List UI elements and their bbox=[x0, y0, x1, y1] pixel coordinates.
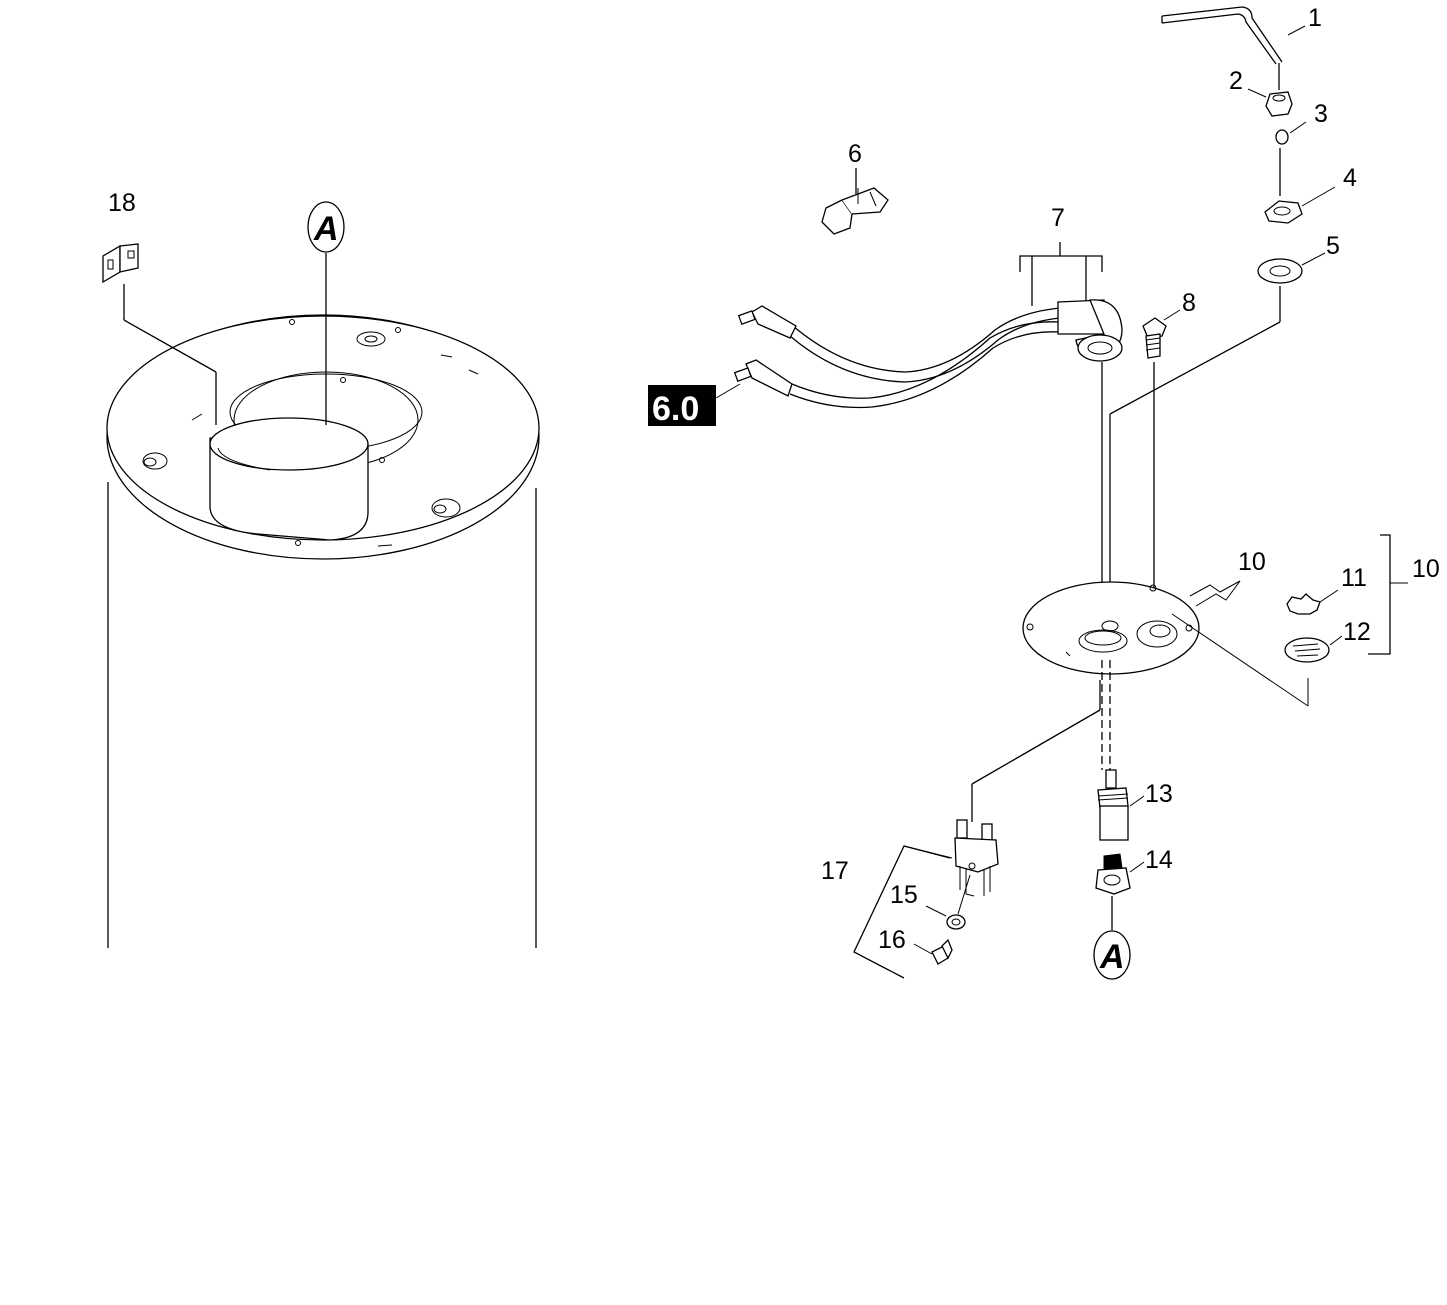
label-10-kit: 10 bbox=[1412, 555, 1440, 583]
screw-8 bbox=[1142, 309, 1181, 590]
label-16: 16 bbox=[878, 926, 906, 954]
tank-assembly bbox=[106, 314, 540, 948]
callout-a-top: A bbox=[307, 201, 345, 425]
electrode-13 bbox=[1097, 769, 1145, 841]
label-3: 3 bbox=[1314, 100, 1328, 128]
label-13: 13 bbox=[1145, 780, 1173, 808]
nut-2 bbox=[1247, 88, 1293, 117]
label-11: 11 bbox=[1341, 564, 1367, 592]
washer-5 bbox=[1109, 252, 1326, 640]
bracket-18 bbox=[102, 243, 217, 425]
callout-a-bottom-letter: A bbox=[1099, 938, 1125, 976]
part-labels: 1 2 3 4 5 6 7 8 10 10 11 12 13 14 15 16 … bbox=[108, 4, 1440, 954]
label-10-plate: 10 bbox=[1238, 548, 1266, 576]
label-8: 8 bbox=[1182, 289, 1196, 317]
hexnut-4 bbox=[1264, 186, 1336, 224]
label-5: 5 bbox=[1326, 232, 1340, 260]
nipple-14 bbox=[1095, 853, 1145, 895]
tube-1 bbox=[1161, 6, 1306, 90]
electrode-block-17 bbox=[853, 819, 999, 979]
reference-badge-text: 6.0 bbox=[652, 390, 699, 428]
label-1: 1 bbox=[1308, 4, 1322, 32]
ignition-cables-7 bbox=[733, 242, 1123, 640]
label-12: 12 bbox=[1343, 618, 1371, 646]
reference-badge-6-0: 6.0 bbox=[648, 383, 741, 428]
label-14: 14 bbox=[1145, 846, 1173, 874]
burner-plate-10 bbox=[1022, 580, 1309, 707]
callout-a-bottom: A bbox=[1093, 930, 1131, 980]
parts-11-12 bbox=[1284, 534, 1408, 663]
label-7: 7 bbox=[1051, 204, 1065, 232]
olive-3 bbox=[1275, 121, 1307, 196]
callout-a-top-letter: A bbox=[313, 210, 339, 248]
label-15: 15 bbox=[890, 881, 918, 909]
washer-15 bbox=[925, 874, 971, 930]
label-18: 18 bbox=[108, 189, 136, 217]
label-6: 6 bbox=[848, 140, 862, 168]
label-4: 4 bbox=[1343, 164, 1357, 192]
label-2: 2 bbox=[1229, 67, 1243, 95]
label-17: 17 bbox=[821, 857, 849, 885]
assembly-axis bbox=[971, 660, 1113, 930]
screw-16 bbox=[913, 938, 953, 965]
clip-6 bbox=[821, 168, 889, 235]
